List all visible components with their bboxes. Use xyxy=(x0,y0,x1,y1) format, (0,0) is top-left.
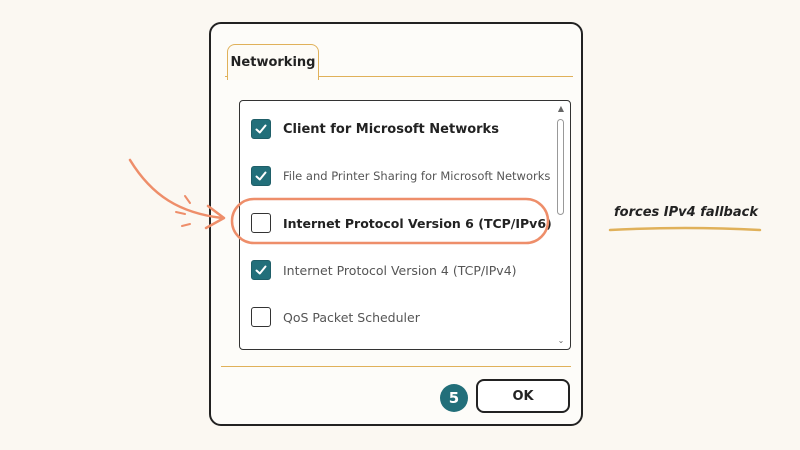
tab-networking[interactable]: Networking xyxy=(227,44,319,80)
list-item[interactable]: QoS Packet Scheduler xyxy=(240,297,546,337)
checkbox-client-for-microsoft-networks[interactable] xyxy=(251,119,271,139)
checkbox-qos-packet-scheduler[interactable] xyxy=(251,307,271,327)
checkbox-ipv4[interactable] xyxy=(251,260,271,280)
step-badge: 5 xyxy=(440,384,468,412)
components-listbox[interactable]: Client for Microsoft Networks File and P… xyxy=(239,100,571,350)
item-label: Client for Microsoft Networks xyxy=(283,121,499,137)
list-item[interactable]: Client for Microsoft Networks xyxy=(240,109,546,149)
list-item[interactable]: Internet Protocol Version 6 (TCP/IPv6) xyxy=(240,203,552,243)
tab-divider xyxy=(225,76,573,77)
network-properties-dialog: Networking Client for Microsoft Networks… xyxy=(209,22,583,426)
footer-divider xyxy=(221,366,571,367)
list-item[interactable]: Internet Protocol Version 4 (TCP/IPv4) xyxy=(240,250,546,290)
scroll-up-icon[interactable]: ▲ xyxy=(557,104,565,113)
ok-button[interactable]: OK xyxy=(476,379,570,413)
list-scrollbar[interactable]: ▲ ⌄ xyxy=(555,105,567,345)
checkmark-icon xyxy=(255,265,267,275)
item-label: QoS Packet Scheduler xyxy=(283,309,420,325)
note-underline xyxy=(608,226,762,232)
emphasis-tick-icon xyxy=(184,195,191,204)
checkmark-icon xyxy=(255,124,267,134)
annotation-note: forces IPv4 fallback xyxy=(614,205,758,220)
item-label: Internet Protocol Version 6 (TCP/IPv6) xyxy=(283,215,552,231)
checkbox-ipv6[interactable] xyxy=(251,213,271,233)
list-item[interactable]: File and Printer Sharing for Microsoft N… xyxy=(240,156,550,196)
checkmark-icon xyxy=(255,171,267,181)
emphasis-tick-icon xyxy=(175,211,186,215)
item-label: Internet Protocol Version 4 (TCP/IPv4) xyxy=(283,262,517,278)
emphasis-tick-icon xyxy=(181,223,191,227)
scroll-thumb[interactable] xyxy=(557,119,564,215)
checkbox-file-and-printer-sharing[interactable] xyxy=(251,166,271,186)
item-label: File and Printer Sharing for Microsoft N… xyxy=(283,169,551,183)
chevron-down-icon[interactable]: ⌄ xyxy=(557,336,565,345)
